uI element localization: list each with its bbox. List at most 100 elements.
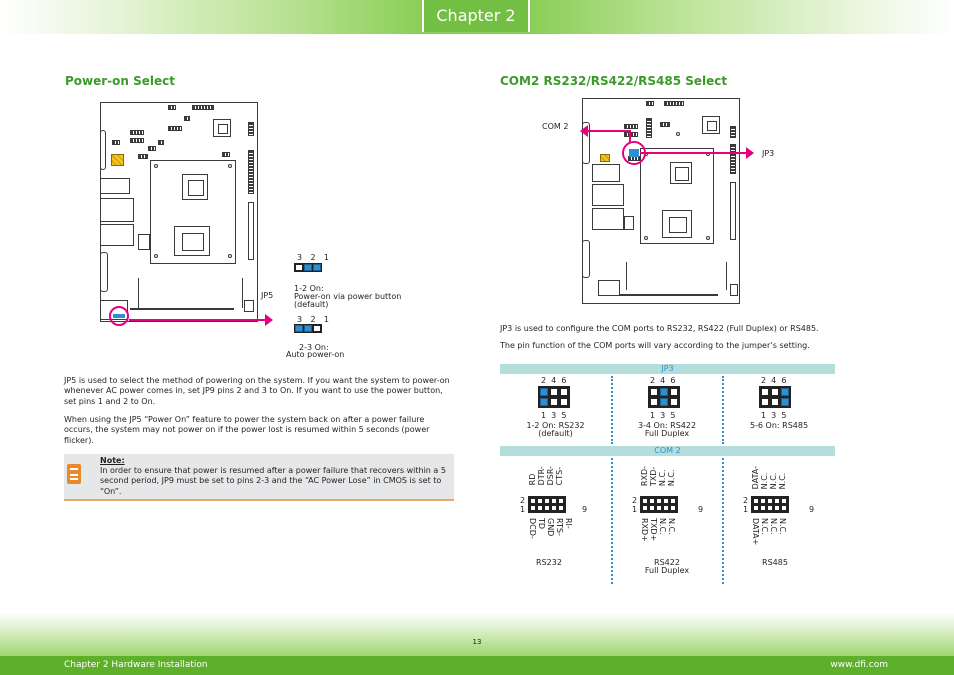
signal-label: N.C. — [778, 518, 787, 535]
note-icon — [67, 464, 81, 484]
jp3-paragraph-1: JP3 is used to configure the COM ports t… — [500, 324, 819, 333]
pin-number: 1 — [743, 505, 749, 514]
jp3-jumper-rs422 — [648, 386, 680, 408]
com2-pinout-rs485: DATA- N.C. N.C. N.C. 2 1 9 DATA+ N.C. N.… — [723, 458, 835, 584]
com2-select-title: COM2 RS232/RS422/RS485 Select — [500, 74, 728, 88]
jp5-option1-desc: Power-on via power button — [294, 292, 402, 301]
jp3-setting-rs232: 2 4 6 1 3 5 1-2 On: RS232 (default) — [500, 376, 611, 446]
jp3-callout-line — [640, 152, 748, 154]
signal-label: TXD- — [649, 466, 658, 487]
note-text: In order to ensure that power is resumed… — [100, 466, 446, 496]
com2-callout-label: COM 2 — [542, 122, 569, 131]
table-divider — [722, 458, 724, 584]
com2-callout-connector — [629, 130, 631, 142]
jp3-setting-rs422: 2 4 6 1 3 5 3-4 On: RS422 Full Duplex — [612, 376, 722, 446]
signal-label: TD — [537, 518, 546, 530]
note-box: Note: In order to ensure that power is r… — [64, 454, 454, 501]
table-divider — [611, 376, 613, 444]
setting-sub: Full Duplex — [644, 429, 690, 438]
signal-label: DCD- — [528, 518, 537, 539]
signal-label: RXD+ — [640, 518, 649, 542]
signal-label: N.C. — [667, 518, 676, 535]
jp5-highlight-circle — [109, 306, 129, 326]
pin-number: 2 — [632, 496, 638, 505]
com2-header-rs485 — [751, 496, 789, 513]
bottom-pin-numbers: 1 3 5 — [650, 411, 676, 420]
signal-label: N.C. — [658, 469, 667, 487]
note-label: Note: — [100, 456, 125, 465]
pin-number: 2 — [743, 496, 749, 505]
mode-sub: Full Duplex — [644, 566, 690, 575]
top-pin-numbers: 2 4 6 — [650, 376, 676, 385]
pin-number: 1 — [632, 505, 638, 514]
bottom-pin-numbers: 1 3 5 — [761, 411, 787, 420]
signal-label: DATA- — [751, 466, 760, 490]
setting-label: 1-2 On: RS232 — [526, 421, 585, 430]
power-on-select-title: Power-on Select — [65, 74, 176, 88]
mode-label: RS232 — [536, 558, 562, 567]
jp3-paragraph-2: The pin function of the COM ports will v… — [500, 341, 810, 350]
jp3-jumper-rs485 — [759, 386, 791, 408]
com2-pinout-rs422: RXD- TXD- N.C. N.C. 2 1 9 RXD+ TXD+ N.C.… — [612, 458, 722, 584]
signal-label: RTS- — [555, 518, 564, 536]
signal-label: RD — [528, 473, 537, 486]
signal-label: N.C. — [760, 518, 769, 535]
jp3-callout-label: JP3 — [762, 149, 775, 158]
page-number: 13 — [472, 638, 482, 646]
signal-label: N.C. — [760, 472, 769, 490]
signal-label: TXD+ — [649, 518, 658, 542]
com2-callout-line — [587, 130, 631, 132]
setting-sub: (default) — [538, 429, 573, 438]
top-pin-numbers: 2 4 6 — [761, 376, 787, 385]
com2-table-header: COM 2 — [500, 446, 835, 456]
jp5-option2-desc: Auto power-on — [286, 350, 345, 359]
top-pin-numbers: 2 4 6 — [541, 376, 567, 385]
mode-label: RS422 — [654, 558, 680, 567]
bottom-pin-numbers: 1 3 5 — [541, 411, 567, 420]
signal-label: DATA+ — [751, 518, 760, 546]
jp3-setting-rs485: 2 4 6 1 3 5 5-6 On: RS485 — [723, 376, 835, 446]
footer-website-link[interactable]: www.dfi.com — [830, 660, 888, 670]
signal-label: RI- — [564, 518, 573, 529]
pin-number: 2 — [520, 496, 526, 505]
signal-label: CTS- — [555, 466, 564, 486]
signal-label: DSR- — [546, 466, 555, 486]
signal-label: N.C. — [778, 472, 787, 490]
jp3-table-header: JP3 — [500, 364, 835, 374]
jp3-arrowhead-icon — [746, 147, 754, 159]
jp3-jumper-rs232 — [538, 386, 570, 408]
signal-label: DTR- — [537, 466, 546, 486]
mode-label: RS485 — [762, 558, 788, 567]
footer-chapter-text: Chapter 2 Hardware Installation — [64, 660, 208, 670]
pin-number: 9 — [809, 505, 815, 514]
board-diagram-left — [98, 102, 260, 326]
pin-number: 1 — [520, 505, 526, 514]
jp5-option1-setting: 1-2 On: — [294, 284, 324, 293]
com2-pinout-rs232: RD DTR- DSR- CTS- 2 1 9 DCD- TD GND RTS-… — [500, 458, 611, 584]
chapter-tab: Chapter 2 — [422, 0, 530, 32]
table-divider — [611, 458, 613, 584]
com2-header-rs422 — [640, 496, 678, 513]
jp5-label: JP5 — [261, 291, 274, 300]
jp5-paragraph-2: When using the JP5 “Power On” feature to… — [64, 415, 430, 445]
jp5-option1-default: (default) — [294, 300, 329, 309]
board-diagram-right — [580, 98, 742, 306]
footer-strip: Chapter 2 Hardware Installation www.dfi.… — [0, 656, 954, 675]
setting-label: 5-6 On: RS485 — [749, 421, 809, 430]
signal-label: N.C. — [769, 518, 778, 535]
signal-label: N.C. — [667, 469, 676, 487]
jp5-option2-setting: 2-3 On: — [299, 343, 329, 352]
com2-header-rs232 — [528, 496, 566, 513]
signal-label: RXD- — [640, 466, 649, 487]
signal-label: N.C. — [658, 518, 667, 535]
jp5-option2-jumper — [294, 324, 322, 333]
jp5-callout-line — [129, 319, 267, 321]
com2-arrowhead-icon — [580, 125, 588, 137]
setting-label: 3-4 On: RS422 — [637, 421, 697, 430]
pin-number: 9 — [698, 505, 704, 514]
jp5-arrowhead-icon — [265, 314, 273, 326]
table-divider — [722, 376, 724, 444]
jp5-paragraph-1: JP5 is used to select the method of powe… — [64, 376, 450, 406]
